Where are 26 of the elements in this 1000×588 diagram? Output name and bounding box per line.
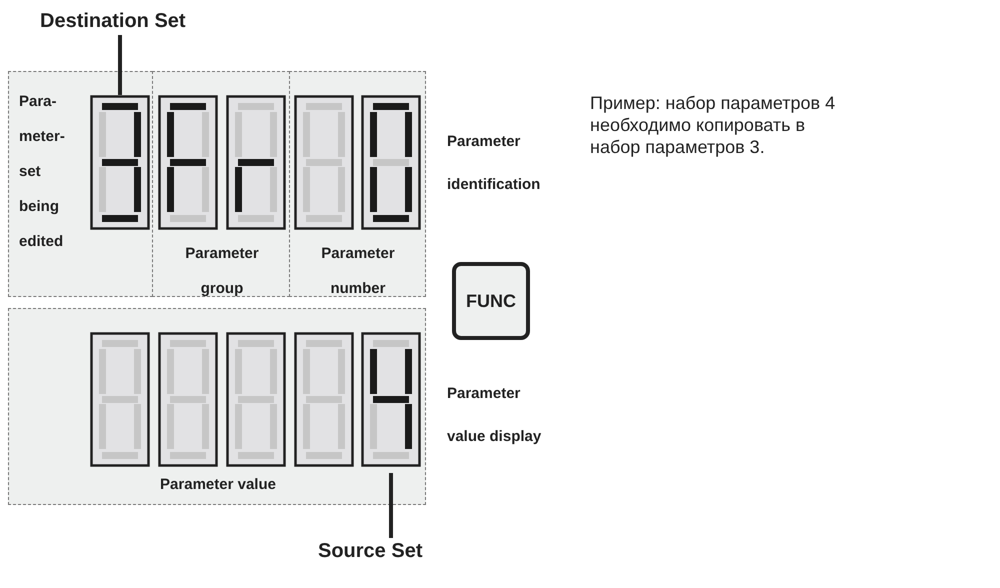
callout-text: Source Set bbox=[318, 540, 422, 563]
display-panel bbox=[8, 308, 426, 505]
seven-segment-digit bbox=[158, 332, 218, 467]
panel-label: Parameter number bbox=[320, 244, 396, 299]
leader-line bbox=[118, 35, 122, 95]
display-panel bbox=[8, 71, 153, 297]
panel-label: Parameter group bbox=[184, 244, 260, 299]
display-panel bbox=[289, 71, 426, 297]
seven-segment-digit bbox=[294, 95, 354, 230]
seven-segment-digit bbox=[226, 332, 286, 467]
panel-label: Parameter value bbox=[159, 475, 277, 495]
seven-segment-digit bbox=[294, 332, 354, 467]
display-panel bbox=[152, 71, 290, 297]
note-text: Пример: набор параметров 4 необходимо копировать в набор параметров 3. bbox=[590, 92, 836, 158]
leader-line bbox=[389, 473, 393, 538]
seven-segment-digit bbox=[90, 95, 150, 230]
seven-segment-digit bbox=[90, 332, 150, 467]
seven-segment-digit bbox=[361, 95, 421, 230]
seven-segment-digit bbox=[361, 332, 421, 467]
seven-segment-digit bbox=[158, 95, 218, 230]
side-label: Parameter identification bbox=[447, 132, 542, 195]
function-key: FUNC bbox=[452, 262, 530, 340]
callout-text: Destination Set bbox=[40, 10, 186, 33]
panel-label: Para- meter- set being edited bbox=[19, 92, 66, 252]
side-label: Parameter value display bbox=[447, 384, 542, 447]
seven-segment-digit bbox=[226, 95, 286, 230]
